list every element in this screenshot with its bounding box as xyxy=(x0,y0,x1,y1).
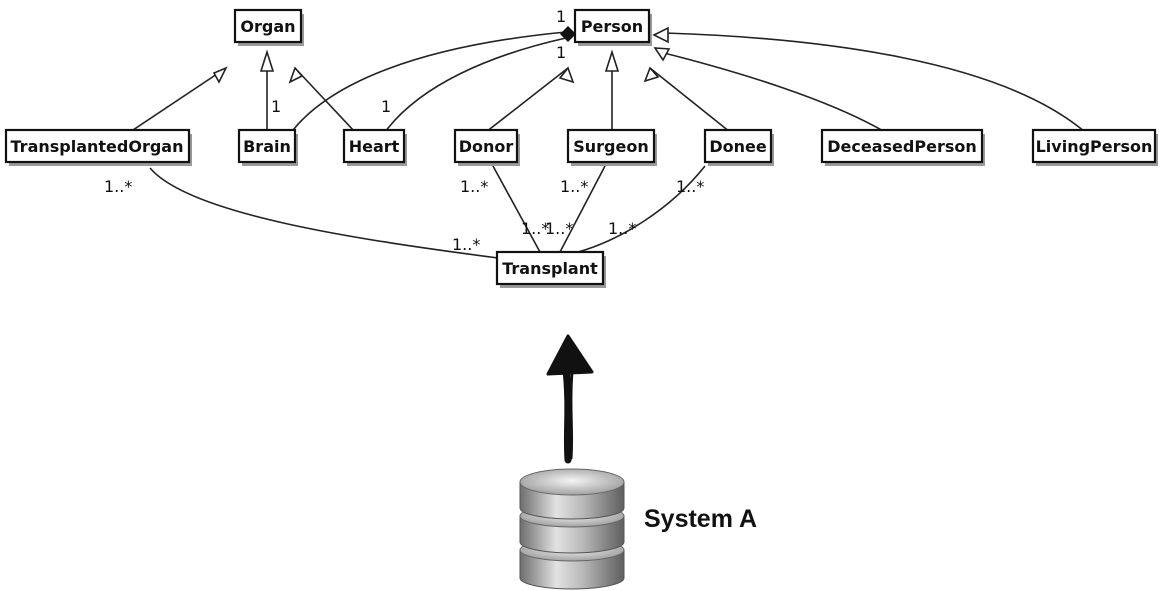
class-transplantedorgan-label: TransplantedOrgan xyxy=(11,137,184,156)
association-brain-person xyxy=(281,31,567,147)
arrowhead-organ-left xyxy=(212,66,228,84)
class-transplant[interactable]: Transplant xyxy=(495,250,606,288)
arrowhead-person-living xyxy=(652,26,669,44)
class-donor-label: Donor xyxy=(459,137,514,156)
mult-transplant-surgeon-end: 1..* xyxy=(545,219,573,238)
class-surgeon-label: Surgeon xyxy=(573,137,649,156)
arrowhead-organ-right xyxy=(288,66,304,84)
generalization-deceasedperson-person xyxy=(659,51,886,133)
generalization-livingperson-person xyxy=(664,32,1086,133)
class-brain-label: Brain xyxy=(243,137,291,156)
upward-arrow-icon xyxy=(546,334,594,464)
class-organ[interactable]: Organ xyxy=(233,8,304,46)
system-label: System A xyxy=(644,505,757,533)
mult-transplantedorgan-end: 1..* xyxy=(104,177,132,196)
generalization-donor-person xyxy=(485,67,569,133)
mult-donor-end: 1..* xyxy=(460,177,488,196)
generalization-transplantedorgan-organ xyxy=(129,67,227,133)
arrowhead-person-donee xyxy=(643,66,660,83)
connector-lines xyxy=(129,31,1086,259)
association-transplantedorgan-transplant xyxy=(149,167,499,259)
class-donee[interactable]: Donee xyxy=(703,128,774,166)
arrowhead-person-donor xyxy=(558,66,575,84)
class-person-label: Person xyxy=(581,17,643,36)
class-livingperson-label: LivingPerson xyxy=(1036,137,1153,156)
class-heart-label: Heart xyxy=(349,137,400,156)
class-deceasedperson-label: DeceasedPerson xyxy=(827,137,976,156)
generalization-donee-person xyxy=(649,67,731,133)
class-surgeon[interactable]: Surgeon xyxy=(566,128,657,166)
mult-transplant-donee-end: 1..* xyxy=(608,219,636,238)
mult-surgeon-end: 1..* xyxy=(560,177,588,196)
class-deceasedperson[interactable]: DeceasedPerson xyxy=(820,128,985,166)
class-organ-label: Organ xyxy=(240,17,295,36)
association-heart-person xyxy=(384,37,567,133)
mult-person-brain-end: 1 xyxy=(556,43,566,62)
association-surgeon-transplant xyxy=(559,165,606,253)
database-icon xyxy=(519,468,625,590)
multiplicity-labels: 1 1 1 1 1..* 1..* 1..* 1..* 1..* 1..* 1.… xyxy=(104,7,704,254)
mult-heart-end: 1 xyxy=(381,97,391,116)
class-transplant-label: Transplant xyxy=(502,259,598,278)
mult-transplant-donor-end: 1..* xyxy=(521,219,549,238)
association-donee-transplant xyxy=(577,165,706,253)
arrowhead-organ-center xyxy=(259,49,275,72)
class-donor[interactable]: Donor xyxy=(453,128,520,166)
arrowhead-person-surgeon xyxy=(604,49,620,72)
class-transplantedorgan[interactable]: TransplantedOrgan xyxy=(4,128,192,166)
class-person[interactable]: Person xyxy=(573,8,652,46)
generalization-arrowheads xyxy=(212,26,671,84)
class-heart[interactable]: Heart xyxy=(342,128,407,166)
composition-diamond-icon xyxy=(560,26,576,42)
mult-person-top: 1 xyxy=(556,7,566,26)
mult-donee-end: 1..* xyxy=(676,177,704,196)
mult-transplant-organ-end: 1..* xyxy=(452,235,480,254)
class-brain[interactable]: Brain xyxy=(237,128,298,166)
association-donor-transplant xyxy=(492,165,541,253)
arrowhead-person-deceased xyxy=(653,47,671,62)
class-livingperson[interactable]: LivingPerson xyxy=(1031,128,1158,166)
mult-brain-end: 1 xyxy=(271,97,281,116)
class-donee-label: Donee xyxy=(709,137,767,156)
